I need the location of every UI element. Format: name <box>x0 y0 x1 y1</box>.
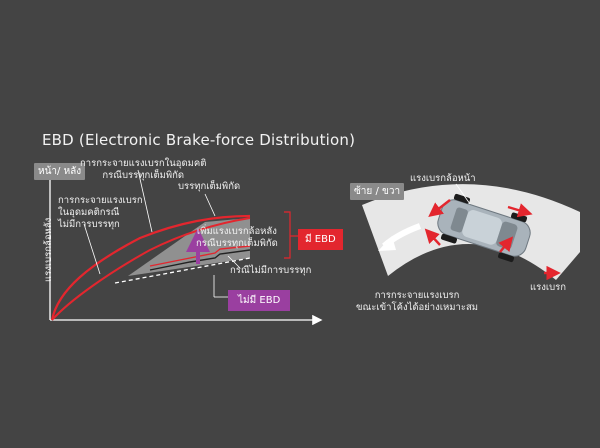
ebd-line-dark <box>149 249 251 271</box>
ebd-bracket <box>284 211 291 259</box>
ideal-curve-full-load <box>50 214 251 321</box>
left-right-label: ซ้าย / ขวา <box>350 183 405 200</box>
cornering-caption: การกระจายแรงเบรก ขณะเข้าโค้งได้อย่างเหมา… <box>356 290 479 313</box>
diagram-title: EBD (Electronic Brake-force Distribution… <box>42 131 356 149</box>
front-brake-label: แรงเบรกล้อหน้า <box>410 173 476 184</box>
chart-axes <box>44 167 323 326</box>
full-load-label: บรรทุกเต็มพิกัด <box>178 181 241 192</box>
annotation-ideal-full-load: การกระจายแรงเบรกในอุดมคติ กรณีบรรทุกเต็ม… <box>80 158 207 181</box>
ebd-line-red <box>149 245 251 267</box>
annotation-ideal-no-load: การกระจายแรงเบรก ในอุดมคติกรณี ไม่มีการบ… <box>58 195 143 230</box>
front-rear-label: หน้า/ หลัง <box>34 163 86 180</box>
brake-force-legend: แรงเบรก <box>530 282 566 293</box>
with-ebd-badge: มี EBD <box>298 229 343 250</box>
without-ebd-badge: ไม่มี EBD <box>228 290 291 311</box>
no-load-label: กรณีไม่มีการบรรทุก <box>230 265 312 276</box>
y-axis-label: แรงเบรกล้อหลัง <box>43 217 54 282</box>
increase-rear-brake-label: เพิ่มแรงเบรกล้อหลัง กรณีบรรทุกเต็มพิกัด <box>196 226 278 249</box>
brake-force-arrows <box>424 199 561 281</box>
ideal-curve-no-load <box>51 217 251 321</box>
without-ebd-line <box>114 257 251 284</box>
